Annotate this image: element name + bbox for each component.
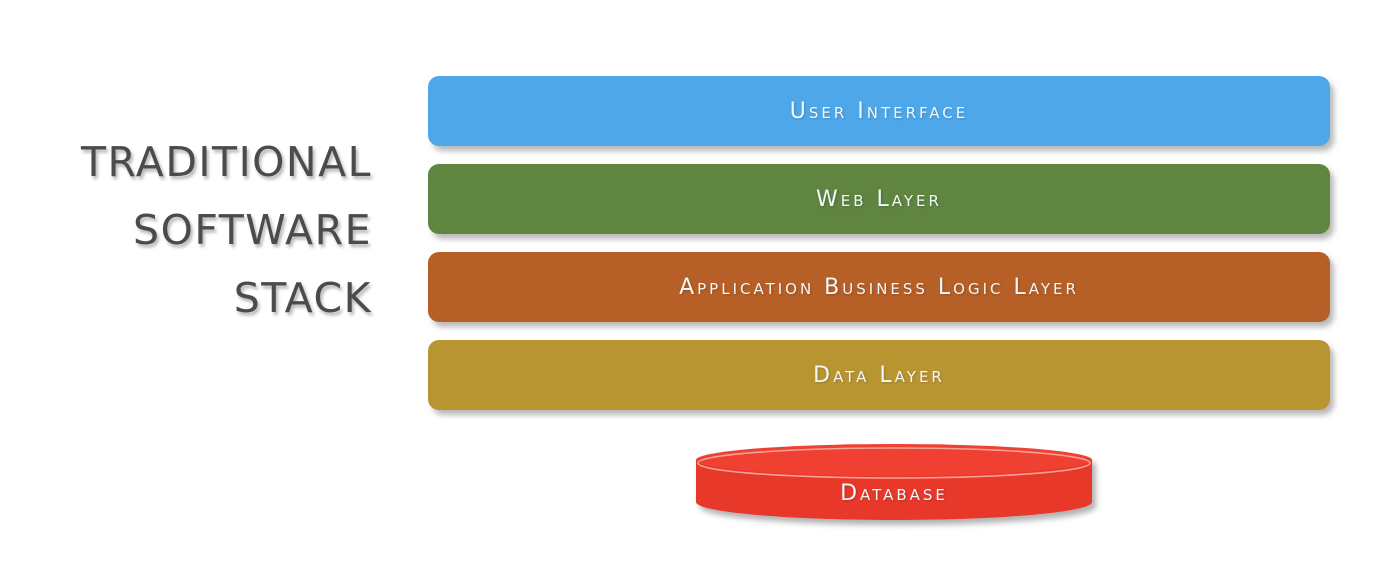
database-cylinder: Database <box>694 444 1094 528</box>
layer-bar-data-layer: Data Layer <box>428 340 1330 410</box>
layer-bar-web-layer: Web Layer <box>428 164 1330 234</box>
page-title: TRADITIONAL SOFTWARE STACK <box>10 128 372 332</box>
layer-bar-user-interface: User Interface <box>428 76 1330 146</box>
title-line-3: STACK <box>233 274 372 322</box>
layer-label-application-business-logic-layer: Application Business Logic Layer <box>679 274 1079 300</box>
title-line-1: TRADITIONAL <box>80 138 372 186</box>
layer-label-web-layer: Web Layer <box>816 186 942 212</box>
database-cylinder-shape <box>696 444 1092 520</box>
title-line-2: SOFTWARE <box>133 206 372 254</box>
layer-label-user-interface: User Interface <box>789 98 969 124</box>
layer-label-data-layer: Data Layer <box>813 362 945 388</box>
layer-bar-application-business-logic-layer: Application Business Logic Layer <box>428 252 1330 322</box>
